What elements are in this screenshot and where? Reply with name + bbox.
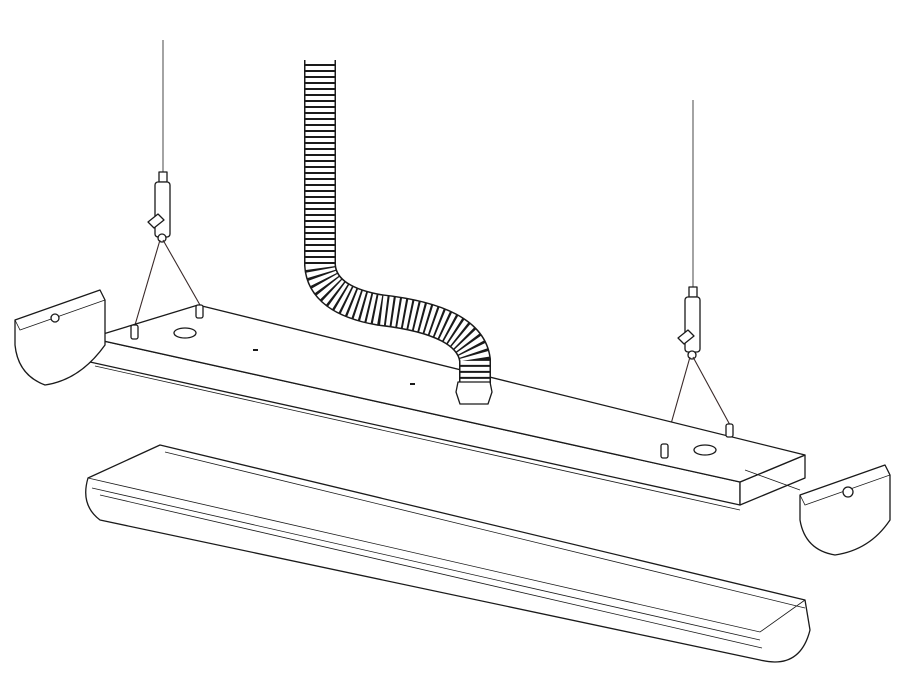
left-suspension-cable — [134, 40, 201, 326]
right-end-cap — [799, 464, 891, 556]
flexible-conduit — [304, 60, 493, 405]
left-end-cap — [14, 289, 106, 386]
right-suspension-cable — [664, 100, 731, 446]
diffuser-lens — [85, 444, 811, 663]
fixture-housing — [89, 304, 806, 511]
